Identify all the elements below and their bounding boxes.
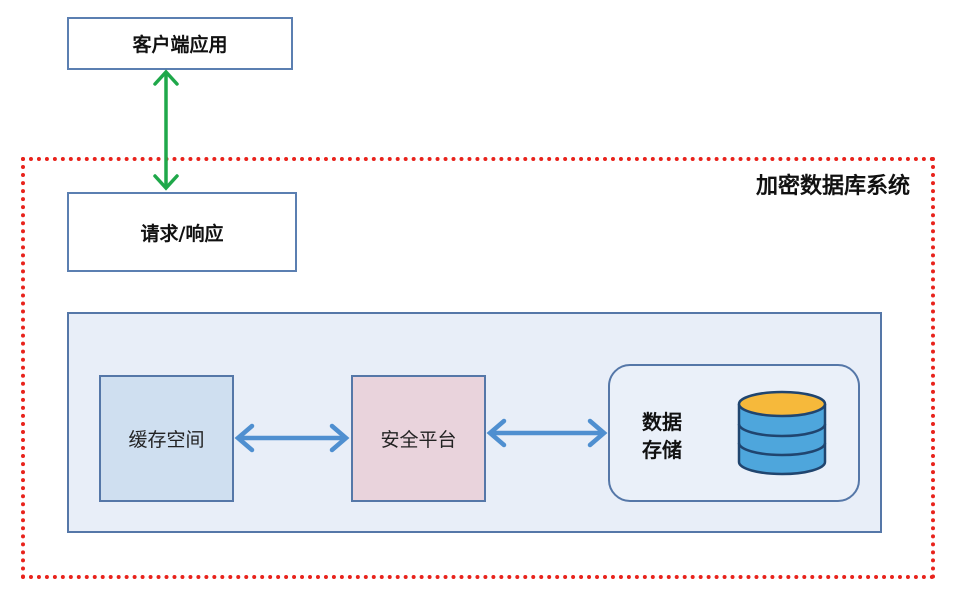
encrypted-db-system-boundary xyxy=(21,157,935,579)
request-response-box: 请求/响应 xyxy=(67,192,297,272)
request-response-label: 请求/响应 xyxy=(140,222,224,245)
cache-space-box: 缓存空间 xyxy=(99,375,234,502)
system-title: 加密数据库系统 xyxy=(755,174,910,199)
data-storage-label: 数据 存储 xyxy=(642,408,690,464)
data-storage-label-line2: 存储 xyxy=(642,438,682,462)
client-app-label: 客户端应用 xyxy=(132,34,228,56)
cache-space-label: 缓存空间 xyxy=(128,429,205,451)
data-storage-label-line1: 数据 xyxy=(642,410,682,434)
security-platform-label: 安全平台 xyxy=(380,429,457,451)
security-platform-box: 安全平台 xyxy=(351,375,486,502)
data-storage-box: 数据 存储 xyxy=(608,364,860,502)
client-app-box: 客户端应用 xyxy=(67,17,293,70)
